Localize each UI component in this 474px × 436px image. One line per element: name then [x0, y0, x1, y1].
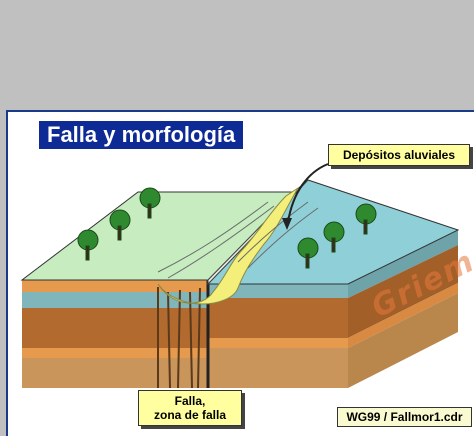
diagram-frame: Falla y morfología Depósitos aluviales F…	[6, 110, 474, 436]
left-front-layer-tan	[22, 358, 208, 388]
right-front-layer-tan	[208, 348, 348, 388]
right-front-layer-orange	[208, 338, 348, 348]
page-title: Falla y morfología	[39, 121, 243, 149]
fault-label-line1: Falla,	[139, 394, 241, 408]
right-front-layer-brown	[208, 298, 348, 338]
deposits-label: Depósitos aluviales	[328, 144, 470, 166]
fault-label: Falla, zona de falla	[138, 390, 242, 426]
fault-label-line2: zona de falla	[139, 408, 241, 422]
left-front-layer-orange	[22, 348, 208, 358]
credit-label: WG99 / Fallmor1.cdr	[337, 407, 472, 427]
